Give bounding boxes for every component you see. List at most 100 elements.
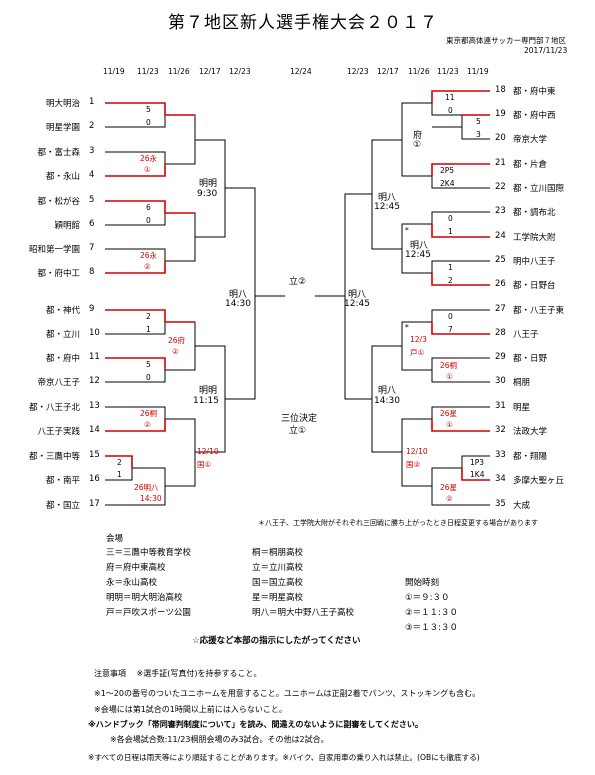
venue-left-m3: 26永 xyxy=(140,154,158,163)
score-33: 1P3 xyxy=(470,458,485,467)
right-team-number: 31 xyxy=(495,401,506,411)
left-team-number: 11 xyxy=(89,352,100,362)
venue-final: 立② xyxy=(289,277,307,287)
venue-right-r29-slot: ① xyxy=(446,372,453,381)
start-time-heading: 開始時刻 xyxy=(405,578,440,588)
right-team-number: 22 xyxy=(495,182,506,192)
legend-venue-4: 明明＝明大明治高校 xyxy=(106,593,183,603)
score-22: 2K4 xyxy=(440,179,455,188)
venue-right-r18: 府 xyxy=(413,131,423,141)
left-team-name: 都・松が谷 xyxy=(37,197,80,207)
venue-left-m7: 26永 xyxy=(140,251,158,260)
right-team-number: 27 xyxy=(495,304,506,314)
venue-left-m13: 26桐 xyxy=(140,409,158,418)
score-11: 5 xyxy=(146,360,151,369)
note-2: ※1～20の番号のついたユニホームを用意すること。ユニホームは正副2着でパンツ、… xyxy=(94,689,481,698)
round-date-right-5: 11/19 xyxy=(467,67,489,76)
venue-left-m13-slot: ② xyxy=(144,420,151,429)
venue-right-r27: 戸① xyxy=(410,348,425,357)
right-team-number: 30 xyxy=(495,376,506,386)
right-team-name: 都・調布北 xyxy=(513,208,556,218)
score-27: 0 xyxy=(448,312,453,321)
legend-heading: 会場 xyxy=(106,534,124,544)
right-team-name: 明中八王子 xyxy=(513,257,556,267)
score-1: 5 xyxy=(146,105,151,114)
note-5: ※各会場試合数:11/23桐朋会場のみ3試合。その他は2試合。 xyxy=(110,735,329,744)
round-date-right-3: 11/26 xyxy=(408,67,430,76)
venue-right-qf2: 明八 xyxy=(378,386,397,396)
venue-left-m7-slot: ② xyxy=(144,262,151,271)
right-team-number: 20 xyxy=(495,133,506,143)
left-team-name: 穎明館 xyxy=(54,221,80,231)
right-team-name: 都・翔陽 xyxy=(513,452,548,462)
left-team-name: 都・立川 xyxy=(45,330,80,340)
right-team-name: 大成 xyxy=(513,501,531,511)
left-team-number: 2 xyxy=(89,121,95,131)
score-34: 1K4 xyxy=(470,470,485,479)
score-12: 0 xyxy=(146,373,151,382)
left-team-name: 都・八王子北 xyxy=(28,403,80,413)
legend-venue-1: 三＝三鷹中等教育学校 xyxy=(106,548,192,558)
start-time-3: ③＝１３:３０ xyxy=(405,623,458,633)
right-team-number: 29 xyxy=(495,352,506,362)
venue-right-r33-date: 12/10 xyxy=(406,447,428,456)
venue-right-sf-time: 12:45 xyxy=(344,299,370,309)
right-team-number: 34 xyxy=(495,474,506,484)
left-team-name: 都・富士森 xyxy=(37,148,80,158)
note-6: ※すべての日程は雨天等により順延することがあります。※バイク、自家用車の乗り入れ… xyxy=(88,753,480,762)
venue-left-m16-time: 14:30 xyxy=(140,494,162,503)
left-team-number: 4 xyxy=(89,170,95,180)
venue-right-r31: 26星 xyxy=(440,409,458,418)
right-team-name: 都・府中西 xyxy=(513,111,556,121)
left-team-name: 都・南平 xyxy=(45,476,80,486)
score-26: 2 xyxy=(448,276,453,285)
round-date-left-5: 12/23 xyxy=(229,67,251,76)
right-team-name: 八王子 xyxy=(513,330,539,340)
score-18: 11 xyxy=(445,93,455,102)
score-21: 2P5 xyxy=(440,166,455,175)
page-title: 第７地区新人選手権大会２０１７ xyxy=(168,13,438,33)
round-date-left-2: 11/23 xyxy=(137,67,159,76)
instruction: ☆応援など本部の指示にしたがってください xyxy=(192,636,361,646)
bracket-lines xyxy=(105,90,490,506)
venue-left-sf-time: 14:30 xyxy=(225,299,251,309)
left-team-number: 17 xyxy=(89,499,100,509)
left-team-name: 昭和第一学園 xyxy=(28,245,80,255)
venue-left-qf3: 国① xyxy=(197,460,212,469)
score-23: 0 xyxy=(448,214,453,223)
start-time-2: ②＝１１:３０ xyxy=(405,608,458,618)
right-team-name: 法政大学 xyxy=(513,427,548,437)
right-team-number: 28 xyxy=(495,328,506,338)
legend-venue-8: 国＝国立高校 xyxy=(252,578,304,588)
right-team-number: 24 xyxy=(495,231,506,241)
right-team-number: 23 xyxy=(495,206,506,216)
left-team-name: 都・三鷹中等 xyxy=(28,452,80,462)
left-team-number: 12 xyxy=(89,376,100,386)
venue-right-r18-slot: ① xyxy=(413,140,422,150)
left-team-name: 帝京八王子 xyxy=(37,378,80,388)
right-team-name: 明星 xyxy=(513,403,531,413)
left-team-number: 15 xyxy=(89,450,100,460)
venue-third-place: 立① xyxy=(289,426,307,436)
right-team-number: 35 xyxy=(495,499,506,509)
score-6: 0 xyxy=(146,216,151,225)
round-date-right-2: 12/17 xyxy=(377,67,399,76)
note-3: ※会場には第1試合の1時間以上前には入らないこと。 xyxy=(94,705,287,714)
score-20: 3 xyxy=(476,130,481,139)
venue-right-r27-date: 12/3 xyxy=(410,335,427,344)
legend-venue-6: 桐＝桐朋高校 xyxy=(252,548,304,558)
left-team-number: 1 xyxy=(89,97,95,107)
right-team-number: 33 xyxy=(495,450,506,460)
right-team-name: 多摩大聖ヶ丘 xyxy=(513,476,565,486)
round-date-right-4: 11/23 xyxy=(437,67,459,76)
third-place-label: 三位決定 xyxy=(281,414,318,424)
round-date-right-1: 12/23 xyxy=(347,67,369,76)
venue-left-qf1-time: 9:30 xyxy=(197,189,218,199)
venue-left-m9-slot: ② xyxy=(172,347,179,356)
left-team-number: 9 xyxy=(89,304,95,314)
legend-venue-7: 立＝立川高校 xyxy=(252,563,304,573)
right-team-number: 18 xyxy=(495,85,506,95)
left-team-number: 3 xyxy=(89,146,95,156)
score-24: 1 xyxy=(448,227,453,236)
score-19b: 0 xyxy=(448,106,453,115)
